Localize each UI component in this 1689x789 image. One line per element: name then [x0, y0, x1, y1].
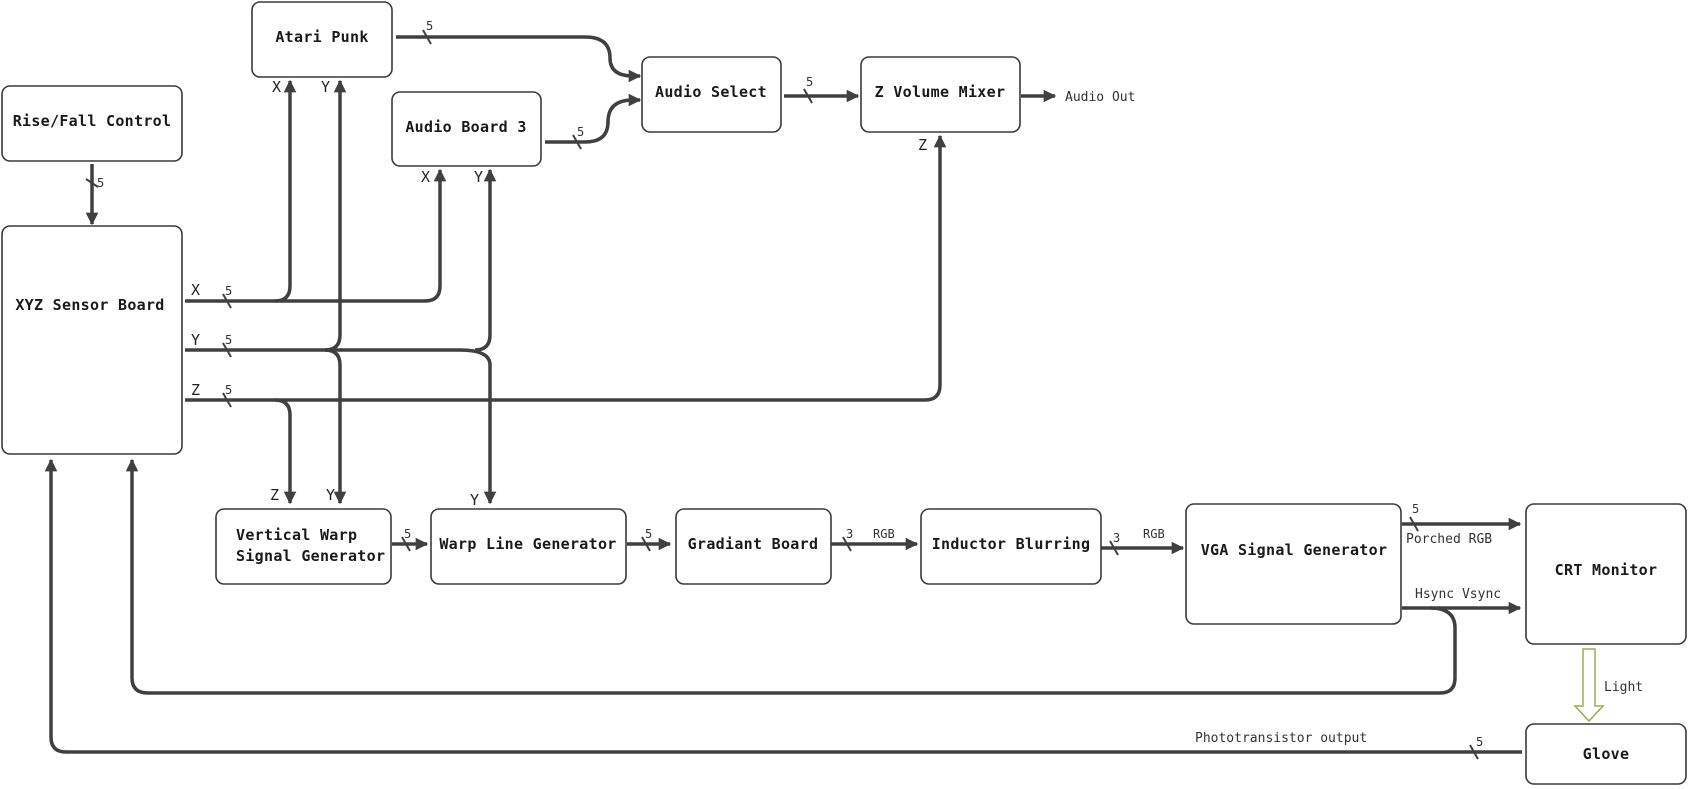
- slash-warpline-out: [641, 536, 651, 552]
- y-output-label: Y: [191, 331, 200, 349]
- block-label: Atari Punk: [275, 28, 368, 46]
- block-label-line1: Vertical Warp: [236, 526, 357, 544]
- atari-x-input-label: X: [272, 78, 281, 96]
- vwarp-z-input-label: Z: [270, 486, 279, 504]
- block-crt-monitor: CRT Monitor: [1525, 503, 1687, 645]
- block-label: Z Volume Mixer: [875, 83, 1006, 101]
- bus-width-inductor: 3: [1113, 531, 1120, 545]
- wires: [44, 35, 1605, 754]
- wire-x-to-audio3: [275, 168, 447, 303]
- block-warp-line-generator: Warp Line Generator: [430, 508, 627, 585]
- phototransistor-output-label: Phototransistor output: [1195, 731, 1367, 746]
- rgb-label-1: RGB: [873, 527, 895, 541]
- block-label: Warp Line Generator: [439, 535, 616, 553]
- hsync-vsync-label: Hsync Vsync: [1415, 587, 1501, 602]
- wire-sync-feedback: [125, 458, 1457, 695]
- block-label: Gradiant Board: [688, 535, 819, 553]
- rgb-label-2: RGB: [1143, 527, 1165, 541]
- block-label: VGA Signal Generator: [1201, 541, 1388, 559]
- bus-slashes: [85, 29, 1479, 760]
- bus-width-warpline: 5: [645, 527, 652, 541]
- bus-width-glove: 5: [1476, 735, 1483, 749]
- audio3-x-input-label: X: [421, 168, 430, 186]
- block-atari-punk: Atari Punk: [251, 1, 393, 78]
- block-label: Audio Board 3: [405, 118, 526, 136]
- block-vertical-warp-signal-generator: Vertical Warp Signal Generator: [215, 508, 392, 585]
- slash-glove-out: [1469, 744, 1479, 760]
- porched-rgb-label: Porched RGB: [1406, 532, 1492, 547]
- bus-width-audio-select: 5: [806, 75, 813, 89]
- bus-width-y: 5: [225, 333, 232, 347]
- bus-width-audio3: 5: [577, 125, 584, 139]
- block-glove: Glove: [1525, 723, 1687, 785]
- block-label: Inductor Blurring: [932, 535, 1091, 553]
- block-gradiant-board: Gradiant Board: [675, 508, 832, 585]
- slash-gradiant-out: [842, 536, 852, 552]
- wire-y-bus: [185, 348, 497, 505]
- x-output-label: X: [191, 281, 200, 299]
- audio3-y-input-label: Y: [474, 168, 483, 186]
- mixer-z-input-label: Z: [918, 136, 927, 154]
- bus-width-z: 5: [225, 383, 232, 397]
- labels: Audio Out X Y Z X Y X Y Z Z Y Y 5 5 5 5 …: [97, 19, 1643, 749]
- vwarp-y-input-label: Y: [326, 486, 335, 504]
- audio-out-label: Audio Out: [1065, 90, 1135, 105]
- slash-x: [222, 293, 232, 309]
- block-audio-board-3: Audio Board 3: [391, 91, 542, 167]
- light-arrow: [1573, 648, 1605, 723]
- wire-x-bus: [185, 79, 297, 303]
- wire-audio3-to-audio-select: [545, 93, 642, 144]
- slash-atari-out: [422, 29, 432, 45]
- block-label: Rise/Fall Control: [13, 112, 172, 130]
- bus-width-vwarp: 5: [404, 527, 411, 541]
- bus-width-atari: 5: [426, 19, 433, 33]
- bus-width-x: 5: [225, 284, 232, 298]
- block-vga-signal-generator: VGA Signal Generator: [1185, 503, 1402, 625]
- block-audio-select: Audio Select: [641, 56, 782, 133]
- slash-z: [222, 392, 232, 408]
- atari-y-input-label: Y: [321, 78, 330, 96]
- block-label: CRT Monitor: [1555, 561, 1658, 579]
- block-rise-fall-control: Rise/Fall Control: [1, 85, 183, 162]
- light-label: Light: [1604, 680, 1643, 695]
- block-xyz-sensor-board: XYZ Sensor Board: [1, 225, 183, 455]
- wire-z-to-vwarp: [274, 398, 297, 505]
- bus-width-porched: 5: [1412, 502, 1419, 516]
- block-label: Audio Select: [655, 83, 767, 101]
- z-output-label: Z: [191, 381, 200, 399]
- slash-audio3-out: [572, 134, 582, 150]
- wire-z-bus: [185, 134, 947, 402]
- slash-y: [222, 342, 232, 358]
- slash-inductor-out: [1109, 540, 1119, 556]
- block-label: Glove: [1583, 745, 1630, 763]
- slash-risefall-out: [85, 178, 99, 188]
- slash-porched-rgb: [1409, 516, 1419, 532]
- warpline-y-input-label: Y: [470, 491, 479, 509]
- wire-y-to-atari: [324, 79, 347, 352]
- block-inductor-blurring: Inductor Blurring: [920, 508, 1102, 585]
- bus-width-risefall: 5: [97, 176, 104, 190]
- block-label: XYZ Sensor Board: [15, 296, 164, 314]
- block-label-line2: Signal Generator: [236, 547, 385, 565]
- wire-atari-to-audio-select: [396, 35, 642, 83]
- wire-y-to-audio3: [474, 168, 497, 352]
- bus-width-gradiant: 3: [846, 527, 853, 541]
- block-z-volume-mixer: Z Volume Mixer: [860, 56, 1021, 133]
- slash-vwarp-out: [401, 536, 411, 552]
- wire-glove-feedback: [44, 458, 1522, 754]
- slash-audio-select-out: [803, 88, 813, 104]
- wire-y-to-vwarp: [324, 348, 347, 505]
